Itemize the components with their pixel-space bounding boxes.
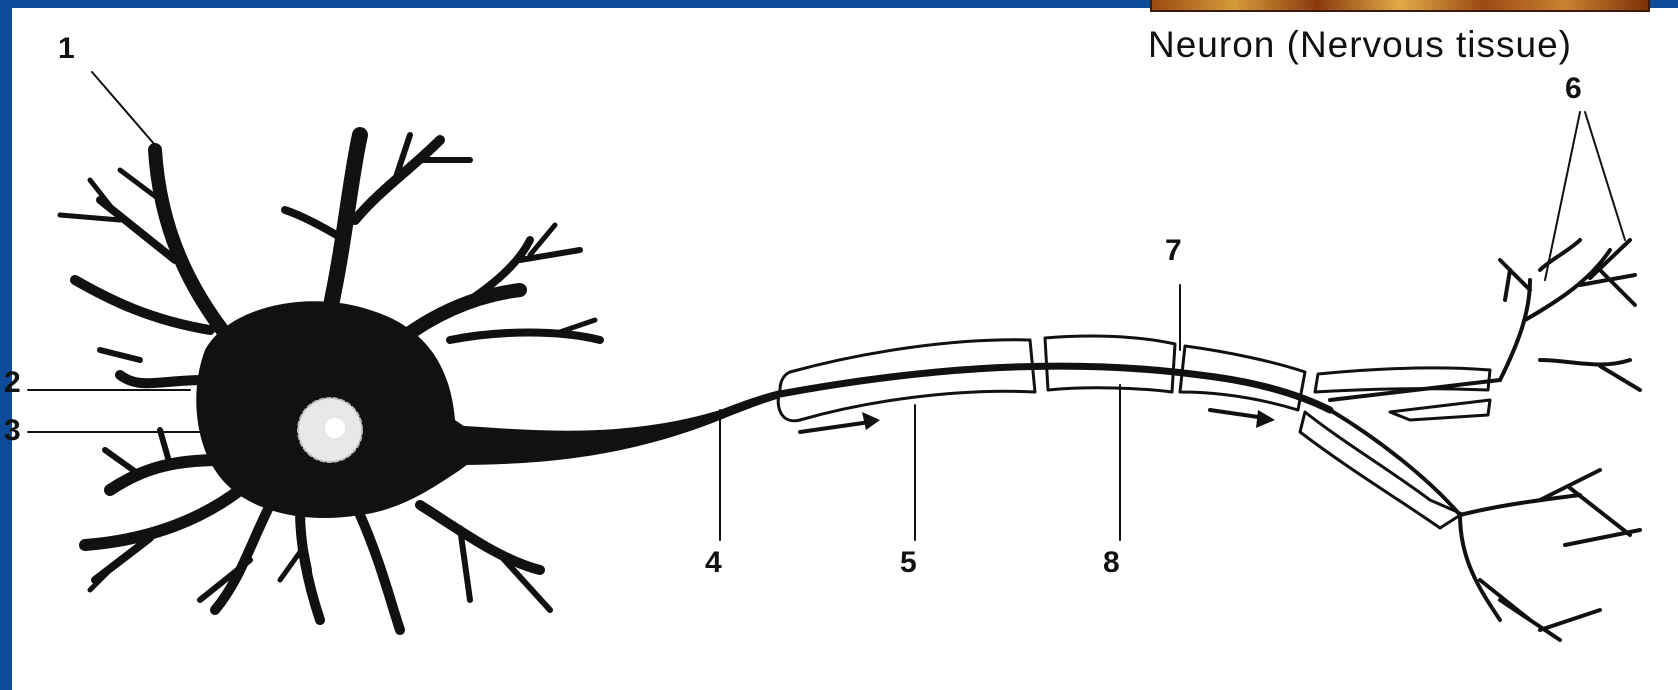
myelin-sheath	[778, 336, 1490, 528]
axon-hillock	[450, 390, 780, 465]
label-8: 8	[1103, 546, 1120, 579]
label-2: 2	[4, 366, 21, 399]
signal-arrows	[800, 410, 1275, 432]
label-6: 6	[1565, 72, 1582, 105]
label-4: 4	[705, 546, 722, 579]
label-7: 7	[1165, 234, 1182, 267]
label-1: 1	[58, 32, 75, 65]
label-5: 5	[900, 546, 917, 579]
label-3: 3	[4, 414, 21, 447]
axon-terminals	[1460, 240, 1640, 640]
